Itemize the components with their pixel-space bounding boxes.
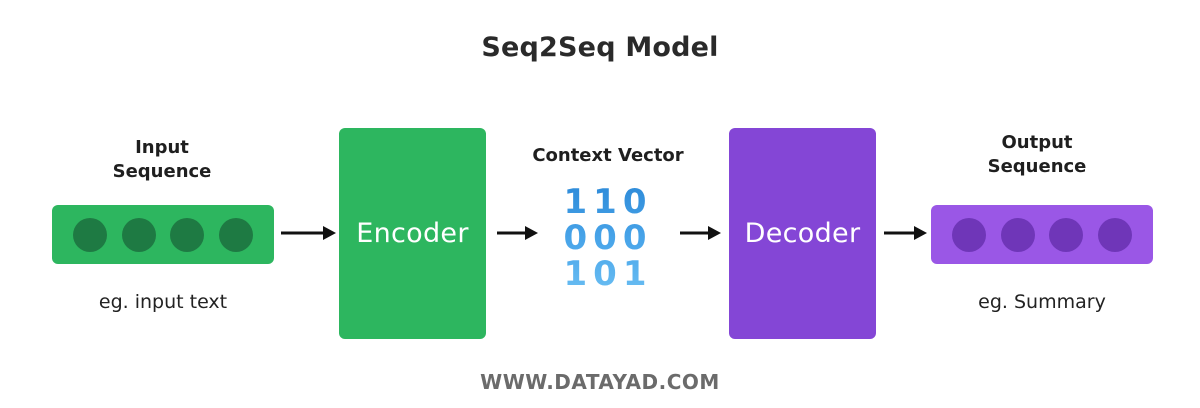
output-caption: eg. Summary xyxy=(978,291,1106,313)
input-label-line2: Sequence xyxy=(112,161,212,182)
arrow-input-to-encoder xyxy=(281,223,337,243)
input-token xyxy=(72,217,107,252)
input-token xyxy=(121,217,156,252)
diagram-title: Seq2Seq Model xyxy=(481,32,719,63)
output-sequence-box xyxy=(931,205,1153,264)
decoder-label: Decoder xyxy=(744,218,861,249)
decoder-block: Decoder xyxy=(729,128,876,339)
output-token xyxy=(1098,217,1133,252)
input-sequence-label: Input Sequence xyxy=(62,136,262,184)
output-token xyxy=(1000,217,1035,252)
input-sequence-box xyxy=(52,205,274,264)
arrow-encoder-to-context xyxy=(497,223,539,243)
arrow-decoder-to-output xyxy=(884,223,928,243)
context-vector-label: Context Vector xyxy=(532,145,684,166)
input-label-line1: Input xyxy=(135,137,189,158)
input-token xyxy=(219,217,254,252)
context-vector-bits: 110 000 101 xyxy=(548,184,668,292)
encoder-label: Encoder xyxy=(356,218,469,249)
output-token xyxy=(951,217,986,252)
context-vector-row: 110 xyxy=(563,182,653,222)
encoder-block: Encoder xyxy=(339,128,486,339)
output-sequence-label: Output Sequence xyxy=(937,131,1137,179)
input-token xyxy=(170,217,205,252)
output-label-line2: Sequence xyxy=(987,156,1087,177)
context-vector-row: 101 xyxy=(563,254,653,294)
context-vector-row: 000 xyxy=(563,218,653,258)
output-token xyxy=(1049,217,1084,252)
input-caption: eg. input text xyxy=(98,291,228,313)
output-label-line1: Output xyxy=(1001,132,1073,153)
website-footer: WWW.DATAYAD.COM xyxy=(480,370,720,394)
arrow-context-to-decoder xyxy=(680,223,722,243)
